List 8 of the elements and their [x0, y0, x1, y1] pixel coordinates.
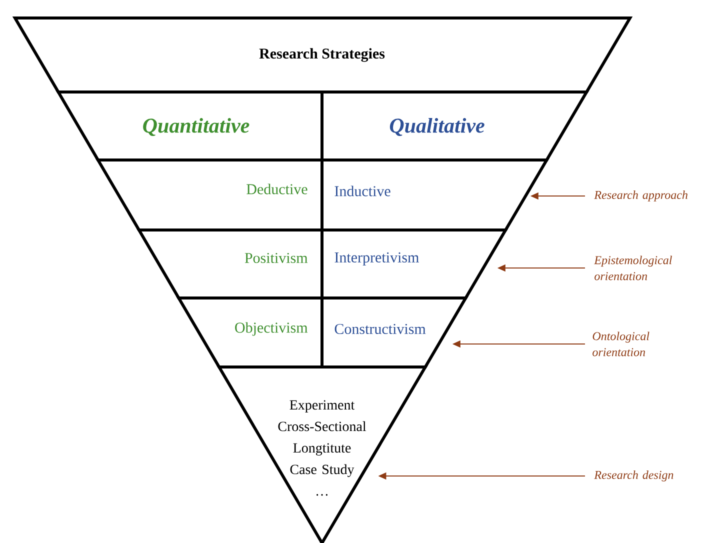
- side-label: Research approach: [594, 190, 688, 202]
- side-label: Research design: [594, 470, 674, 482]
- funnel-cell: Interpretivism: [320, 228, 508, 300]
- side-label: Ontological orientation: [592, 332, 650, 356]
- funnel-cell: Constructivism: [320, 296, 468, 368]
- funnel-cell: Qualitative: [320, 90, 590, 162]
- funnel-cell: Inductive: [320, 158, 550, 232]
- side-label: Epistemological orientation: [594, 256, 672, 280]
